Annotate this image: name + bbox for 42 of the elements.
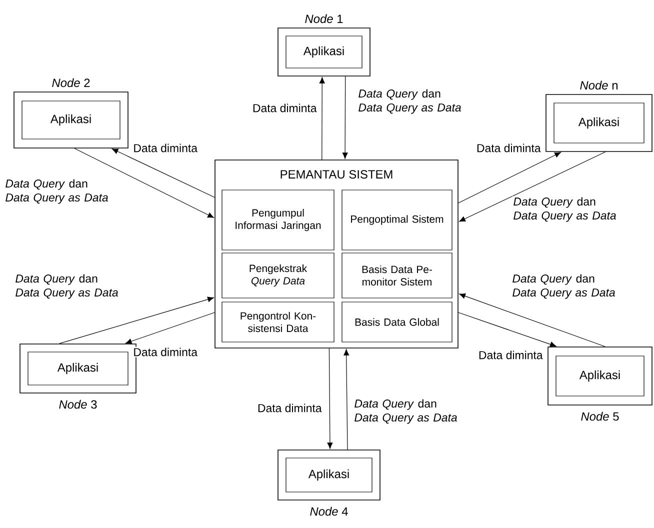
edge-label: Data Query dan Data Query as Data (353, 398, 462, 425)
edge-label: Data diminta (256, 402, 323, 414)
arrow (459, 152, 606, 222)
arrow (344, 349, 350, 450)
edge-label: Data diminta (252, 102, 318, 114)
module-box: Pengontrol Kon-sistensi Data (222, 302, 334, 342)
node-label: Node 1 (305, 14, 343, 24)
module-box: Basis Data Pe-monitor Sistem (342, 252, 452, 298)
edge-label: Data diminta (132, 142, 199, 154)
edge-label: Data Query dan Data Query as Data (4, 178, 112, 205)
arrow (74, 148, 214, 218)
node-label: Node 4 (310, 506, 348, 516)
edge-label: Data Query dan Data Query as Data (512, 196, 620, 223)
arrow (342, 76, 348, 159)
arrow (125, 312, 215, 344)
edge-label: Data Query dan Data Query as Data (357, 88, 466, 115)
edge-label: Data Query dan Data Query as Data (14, 273, 122, 300)
edge-label: Data diminta (478, 350, 544, 360)
application-box: Aplikasi (22, 100, 120, 140)
arrow (458, 312, 556, 348)
arrow (319, 77, 325, 160)
edge-label: Data diminta (476, 142, 542, 154)
application-box: Aplikasi (554, 102, 644, 144)
arrow (327, 348, 333, 449)
arrow (458, 152, 561, 204)
module-box: Basis Data Global (342, 302, 452, 342)
application-box: Aplikasi (556, 356, 644, 396)
application-box: Aplikasi (286, 458, 372, 492)
arrow (459, 293, 606, 347)
module-box: Pengumpul Informasi Jaringan (222, 190, 334, 250)
node-label: Node 3 (59, 400, 97, 409)
application-box: Aplikasi (28, 352, 128, 386)
module-box: Pengekstrak Query Data (222, 252, 334, 298)
node-label: Node 5 (581, 412, 619, 421)
arrow (112, 148, 215, 198)
edge-label: Data Query dan Data Query as Data (511, 273, 620, 300)
node-label: Node 2 (52, 78, 90, 88)
arrow (59, 296, 214, 344)
edge-label: Data diminta (132, 346, 199, 358)
node-label: Node n (580, 80, 618, 90)
application-box: Aplikasi (286, 36, 362, 68)
module-box: Pengoptimal Sistem (342, 190, 452, 250)
